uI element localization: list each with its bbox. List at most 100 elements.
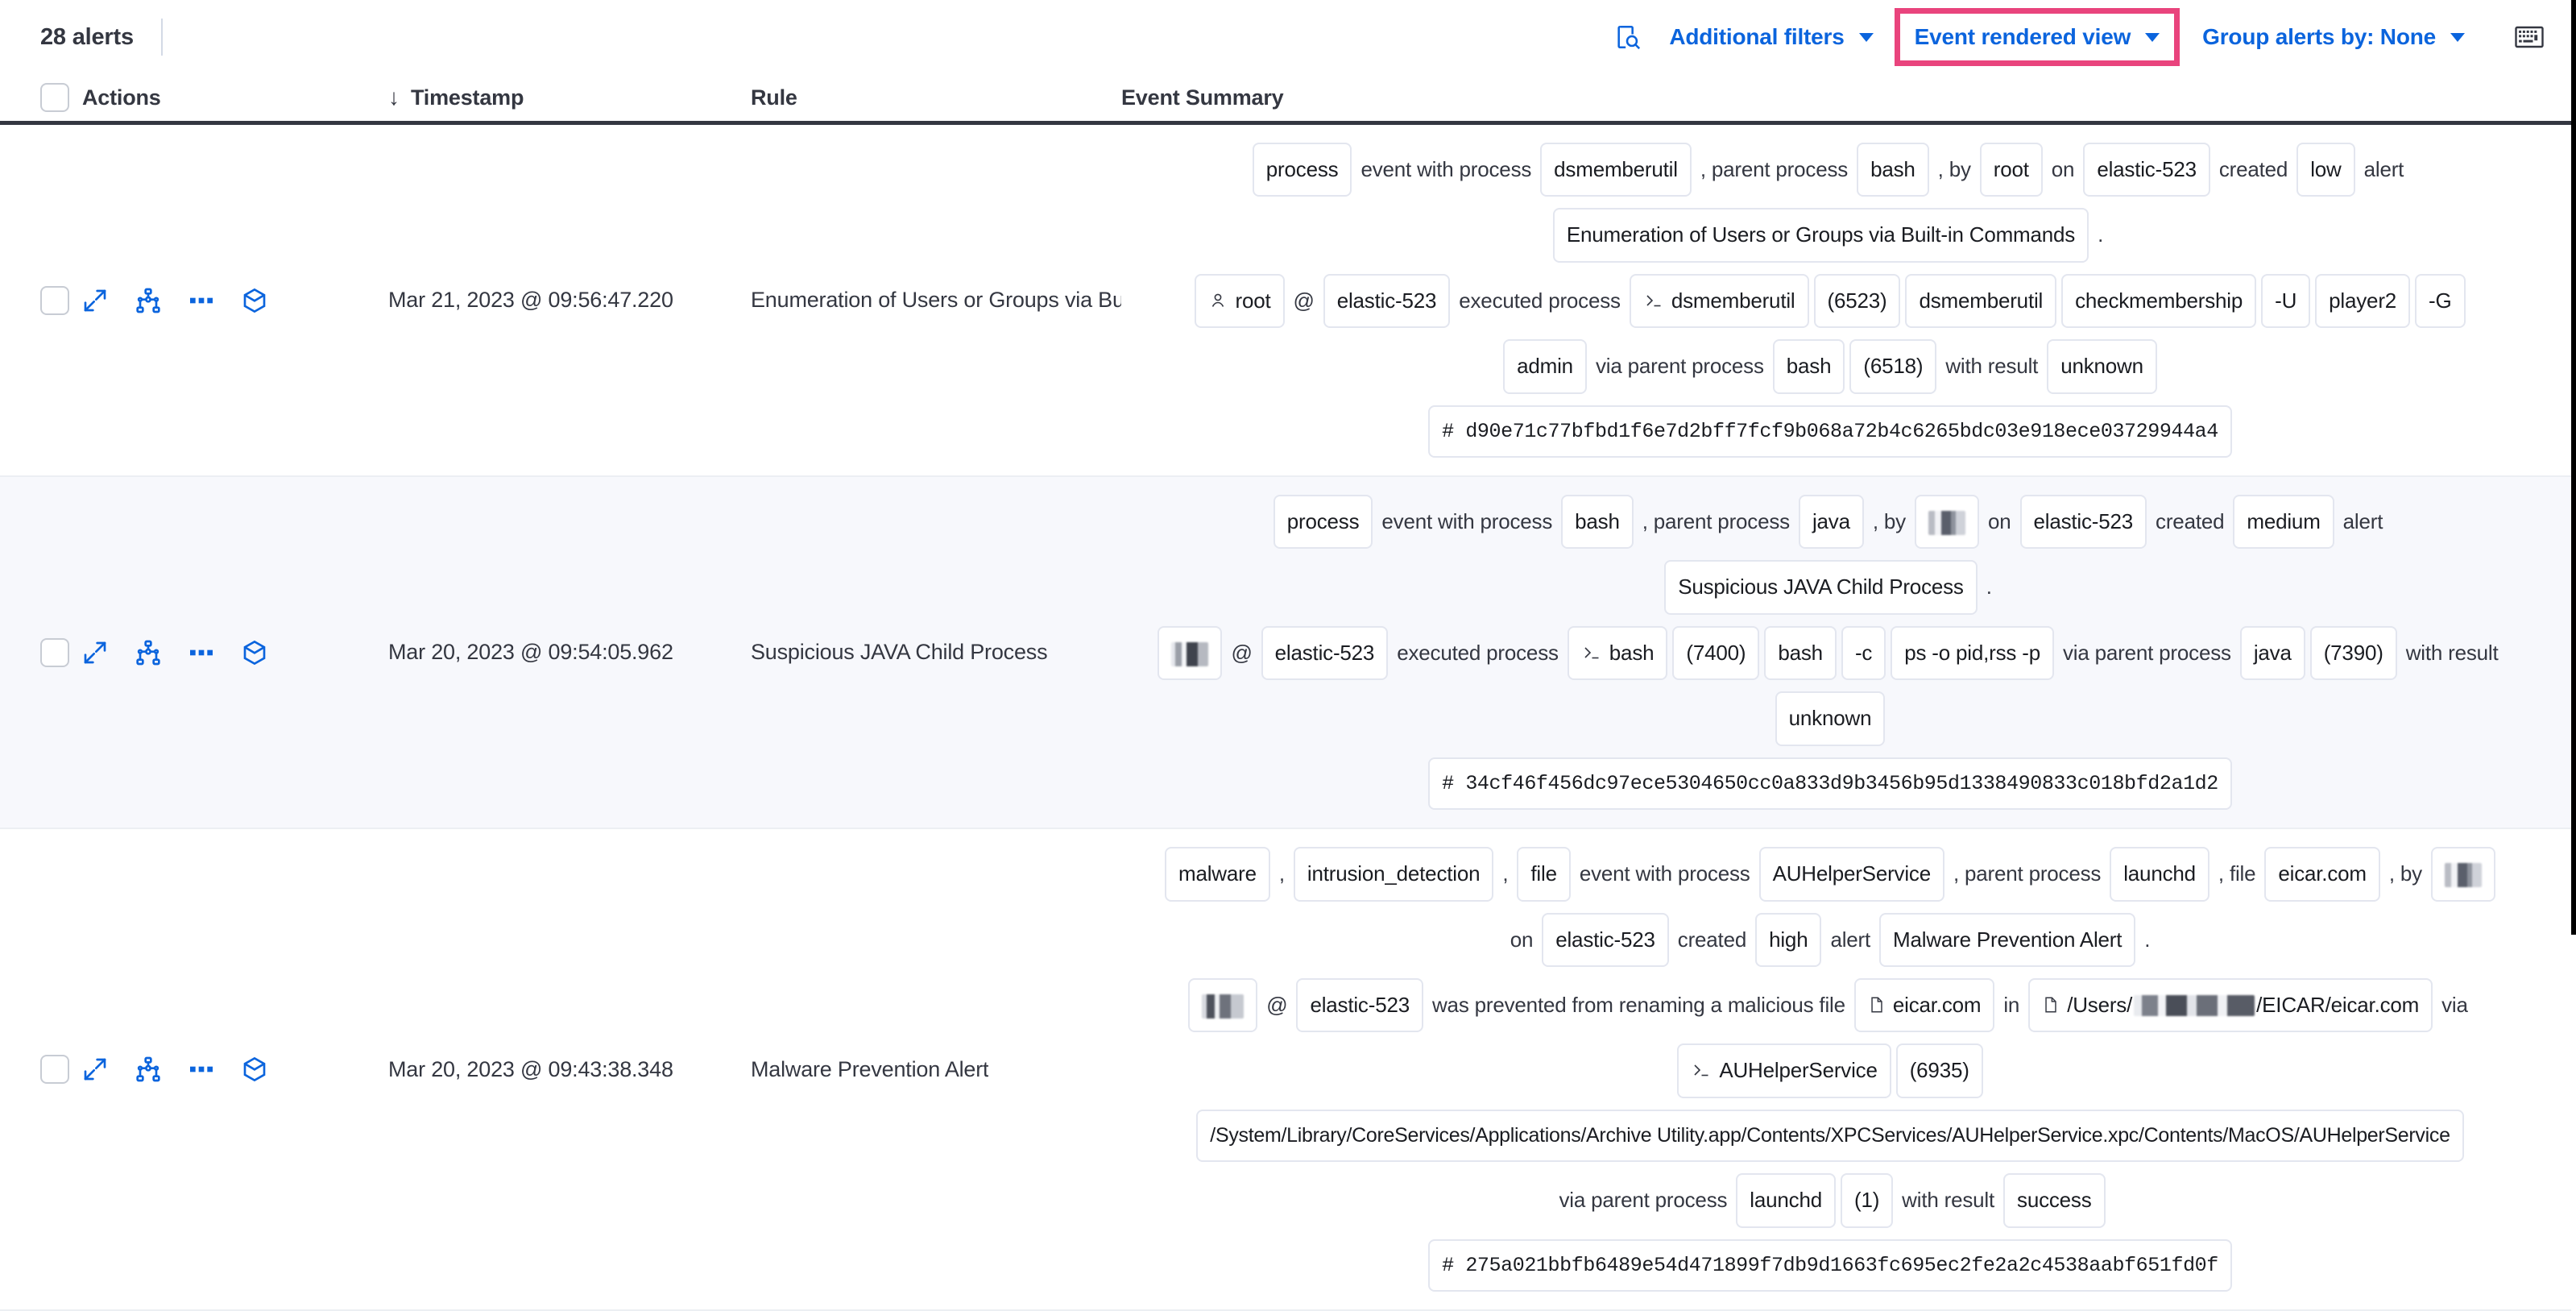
summary-field-token[interactable]: dsmemberutil (1540, 143, 1692, 197)
summary-field-token[interactable]: (7390) (2309, 625, 2397, 681)
rule-name[interactable]: Enumeration of Users or Groups via Bui (751, 288, 1121, 313)
summary-field-token[interactable]: # 34cf46f456dc97ece5304650cc0a833d9b3456… (1428, 757, 2232, 811)
summary-field-token[interactable]: elastic-523 (1542, 912, 1669, 967)
summary-field-token[interactable]: bash (1857, 143, 1929, 197)
token-label: java (1812, 509, 1850, 534)
summary-field-token[interactable]: AUHelperService (1758, 847, 1944, 902)
summary-field-token[interactable]: (6935) (1895, 1043, 1983, 1098)
summary-field-token[interactable]: elastic-523 (2019, 495, 2147, 550)
summary-field-token[interactable]: success (2003, 1173, 2106, 1228)
summary-text: , (1278, 861, 1285, 886)
redacted-field-token[interactable] (2430, 847, 2495, 902)
summary-field-token[interactable]: medium (2233, 495, 2334, 550)
summary-field-token[interactable]: bash (1567, 625, 1668, 681)
summary-field-token[interactable]: unknown (2047, 339, 2157, 394)
summary-field-token[interactable]: checkmembership (2061, 273, 2257, 329)
column-header-timestamp-label: Timestamp (411, 85, 524, 110)
summary-field-token[interactable]: /Users//EICAR/eicar.com (2028, 977, 2433, 1033)
event-rendered-view-button[interactable]: Event rendered view (1915, 24, 2160, 50)
summary-field-token[interactable]: elastic-523 (1296, 977, 1423, 1033)
row-checkbox[interactable] (40, 637, 69, 667)
inspect-filter-icon[interactable] (1601, 14, 1655, 60)
expand-icon[interactable] (82, 640, 108, 666)
summary-field-token[interactable]: eicar.com (1853, 977, 1995, 1033)
summary-field-token[interactable]: launchd (2110, 847, 2209, 902)
analyzer-icon[interactable] (135, 640, 161, 666)
more-actions-icon[interactable] (188, 288, 214, 313)
summary-field-token[interactable]: -U (2261, 273, 2311, 329)
expand-icon[interactable] (82, 288, 108, 313)
summary-field-token[interactable]: intrusion_detection (1293, 847, 1494, 902)
summary-field-token[interactable]: bash (1561, 495, 1634, 550)
group-alerts-by-button[interactable]: Group alerts by: None (2188, 13, 2479, 61)
summary-field-token[interactable]: java (2239, 625, 2305, 681)
additional-filters-button[interactable]: Additional filters (1655, 13, 1887, 61)
summary-field-token[interactable]: Suspicious JAVA Child Process (1664, 560, 1978, 615)
token-label: bash (1870, 157, 1915, 181)
keyboard-icon[interactable] (2515, 25, 2544, 49)
summary-field-token[interactable]: file (1517, 847, 1571, 902)
analyzer-icon[interactable] (135, 288, 161, 313)
summary-field-token[interactable]: eicar.com (2264, 847, 2380, 902)
summary-field-token[interactable]: ps -o pid,rss -p (1891, 625, 2054, 681)
summary-field-token[interactable]: -G (2415, 273, 2466, 329)
session-viewer-icon[interactable] (242, 1056, 267, 1082)
rule-name[interactable]: Suspicious JAVA Child Process (751, 640, 1048, 665)
analyzer-icon[interactable] (135, 1056, 161, 1082)
summary-field-token[interactable]: /System/Library/CoreServices/Application… (1196, 1109, 2464, 1163)
more-actions-icon[interactable] (188, 1056, 214, 1082)
summary-field-token[interactable]: # 275a021bbfb6489e54d471899f7db9d1663fc6… (1428, 1238, 2232, 1292)
summary-field-token[interactable]: dsmemberutil (1629, 273, 1809, 329)
summary-field-token[interactable]: admin (1503, 339, 1587, 394)
summary-field-token[interactable]: player2 (2315, 273, 2411, 329)
summary-field-token[interactable]: (1) (1840, 1173, 1894, 1228)
summary-field-token[interactable]: unknown (1775, 691, 1886, 746)
rule-name[interactable]: Malware Prevention Alert (751, 1056, 989, 1081)
alerts-toolbar: 28 alerts Additional filters Event rende… (0, 0, 2571, 74)
token-label: Enumeration of Users or Groups via Built… (1566, 222, 2076, 247)
summary-field-token[interactable]: (6523) (1813, 273, 1901, 329)
summary-field-token[interactable]: process (1273, 495, 1373, 550)
summary-field-token[interactable]: # d90e71c77bfbd1f6e7d2bff7fcf9b068a72b4c… (1428, 405, 2232, 458)
summary-field-token[interactable]: low (2296, 143, 2355, 197)
row-checkbox[interactable] (40, 1055, 69, 1085)
summary-field-token[interactable]: (6518) (1849, 339, 1937, 394)
summary-field-token[interactable]: (7400) (1672, 625, 1760, 681)
summary-field-token[interactable]: elastic-523 (2083, 143, 2210, 197)
row-checkbox[interactable] (40, 285, 69, 315)
summary-field-token[interactable]: dsmemberutil (1905, 273, 2057, 329)
summary-field-token[interactable]: process (1252, 143, 1352, 197)
more-actions-icon[interactable] (188, 640, 214, 666)
summary-field-token[interactable]: elastic-523 (1323, 273, 1451, 329)
redacted-field-token[interactable] (1914, 495, 1979, 550)
summary-field-token[interactable]: high (1755, 912, 1822, 967)
summary-field-token[interactable]: -c (1841, 625, 1886, 681)
summary-field-token[interactable]: bash (1772, 339, 1845, 394)
summary-field-token[interactable]: bash (1764, 625, 1837, 681)
summary-field-token[interactable]: Enumeration of Users or Groups via Built… (1552, 208, 2089, 263)
column-header-timestamp[interactable]: ↓ Timestamp (388, 85, 751, 110)
summary-text: @ (1266, 992, 1288, 1017)
summary-field-token[interactable]: malware (1165, 847, 1270, 902)
summary-field-token[interactable]: java (1798, 495, 1864, 550)
summary-field-token[interactable]: root (1195, 273, 1285, 329)
token-label: file (1530, 861, 1557, 886)
session-viewer-icon[interactable] (242, 640, 267, 666)
summary-field-token[interactable]: launchd (1736, 1173, 1836, 1228)
select-all-checkbox[interactable] (40, 83, 69, 112)
expand-icon[interactable] (82, 1056, 108, 1082)
redacted-field-token[interactable] (1188, 977, 1258, 1033)
summary-field-token[interactable]: elastic-523 (1261, 625, 1389, 681)
token-label: elastic-523 (2097, 157, 2197, 181)
redacted-field-token[interactable] (1158, 625, 1223, 681)
session-viewer-icon[interactable] (242, 288, 267, 313)
summary-field-token[interactable]: root (1979, 143, 2043, 197)
summary-field-token[interactable]: Malware Prevention Alert (1879, 912, 2136, 967)
summary-field-token[interactable]: AUHelperService (1677, 1043, 1891, 1098)
